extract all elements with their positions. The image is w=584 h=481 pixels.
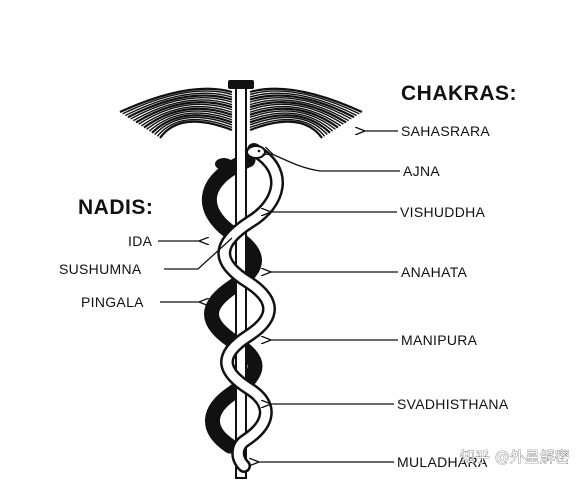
wing-feather-line — [249, 99, 350, 122]
nadi-label-sushumna: SUSHUMNA — [59, 261, 142, 277]
chakra-label-anahata: ANAHATA — [401, 264, 468, 280]
wing-feather-line — [130, 97, 233, 120]
wing-feather-line — [119, 87, 233, 114]
chakra-label-muladhara: MULADHARA — [397, 454, 488, 470]
wing-feather-line — [140, 105, 233, 127]
chakra-label-svadhisthana: SVADHISTHANA — [397, 396, 509, 412]
wing-feather-line — [249, 107, 339, 129]
wing-feather-line — [151, 114, 233, 134]
wing-feather-line — [249, 105, 342, 127]
chakra-label-ajna: AJNA — [403, 163, 440, 179]
pingala-serpent — [201, 152, 263, 454]
nadi-label-ida: IDA — [128, 233, 153, 249]
ida-serpent — [217, 143, 284, 473]
wing-feather-line — [249, 120, 323, 139]
wing-feather-line — [156, 118, 233, 137]
wing-feather-line — [249, 97, 352, 120]
wing-feather-line — [249, 87, 363, 114]
wing-feather-line — [143, 107, 233, 129]
wing-feather-line — [132, 99, 233, 122]
nadi-label-pingala: PINGALA — [81, 294, 144, 310]
arrow-sushumna — [164, 237, 233, 270]
arrow-ajna — [272, 154, 400, 172]
left-wing — [119, 87, 233, 139]
wing-feather-line — [249, 94, 355, 119]
wing-feather-line — [249, 114, 331, 134]
nadis-heading: NADIS: — [78, 196, 153, 219]
wing-feather-line — [127, 94, 233, 119]
wing-feather-line — [146, 110, 233, 130]
wing-feather-line — [249, 103, 344, 125]
wing-feather-line — [249, 118, 326, 137]
wing-feather-line — [148, 112, 233, 132]
wing-feather-line — [159, 120, 233, 139]
wing-feather-line — [249, 112, 334, 132]
right-wing — [249, 87, 363, 139]
wing-feather-line — [249, 110, 336, 130]
wing-feather-line — [249, 116, 328, 136]
wing-feather-line — [249, 101, 347, 124]
wing-feather-line — [154, 116, 233, 136]
chakras-heading: CHAKRAS: — [401, 82, 517, 105]
chakra-label-vishuddha: VISHUDDHA — [400, 204, 486, 220]
chakra-label-sahasrara: SAHASRARA — [401, 123, 490, 139]
wing-feather-line — [135, 101, 233, 124]
chakra-label-manipura: MANIPURA — [401, 332, 478, 348]
wing-feather-line — [125, 92, 233, 117]
wing-feather-line — [122, 90, 233, 115]
wing-feather-line — [249, 90, 360, 115]
wings-illustration — [119, 87, 363, 139]
wing-feather-line — [249, 92, 357, 117]
watermark-text: 知乎 @外星解密 — [460, 448, 570, 466]
wing-feather-line — [138, 103, 233, 125]
pingala-head — [215, 158, 233, 170]
